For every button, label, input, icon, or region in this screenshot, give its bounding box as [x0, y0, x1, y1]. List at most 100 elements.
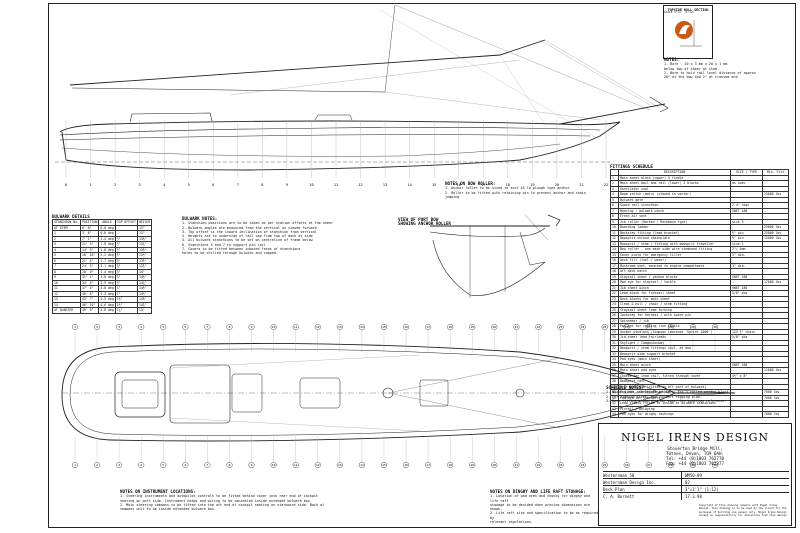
bulwark-cell: 14¾" — [136, 301, 153, 308]
instrument-note-line: 1. Steering instruments and autopilot co… — [120, 494, 319, 499]
schedule-notes-title: SCHEDULE NOTES: — [606, 385, 644, 390]
callout-bubble — [292, 462, 299, 469]
callout-bubble — [138, 462, 145, 469]
bow-roller-note-line: 2. Roller to be fitted with retaining pi… — [445, 190, 586, 199]
fitting-cell: 7000 lbs — [762, 394, 789, 401]
fitting-cell: - — [762, 257, 789, 264]
callout-bubble — [667, 462, 674, 469]
callout-number: 17 — [426, 463, 430, 467]
callout-bubble — [94, 462, 101, 469]
station-label: 4 — [163, 183, 165, 187]
bulwark-cell: 1⅛" — [114, 301, 138, 308]
topside-note-line: 2. Bore to hold rail level distance of a… — [664, 70, 756, 75]
bulwark-cell: AT QUARTER — [52, 307, 81, 314]
callout-number: 13 — [338, 325, 342, 329]
dinghy-note-line: stowage to be decided when precise dimen… — [490, 502, 591, 512]
callout-bubble — [579, 462, 586, 469]
dinghy-note-line: relevant regulations. — [490, 520, 533, 525]
bow-roller-note-line: 1. Anchor roller to be sized to suit 45 … — [445, 186, 570, 191]
fitting-cell: - — [762, 295, 789, 302]
callout-number: 24 — [581, 463, 585, 467]
bulwark-cell: 3.9 deg — [98, 279, 116, 286]
bow-roller-notes: NOTES ON BOW ROLLER: 1. Anchor roller to… — [445, 181, 595, 199]
callout-number: 29 — [691, 463, 695, 467]
callout-number: 8 — [229, 463, 231, 467]
bulwark-cell: 0.0 deg — [98, 230, 116, 237]
callout-number: 6 — [184, 325, 186, 329]
station-label: 0 — [65, 183, 67, 187]
callout-bubble — [182, 324, 189, 331]
bulwark-cell: 1.7 deg — [98, 257, 116, 264]
sheet-border — [48, 3, 796, 528]
fitting-cell: - — [762, 361, 789, 368]
callout-number: 13 — [338, 463, 342, 467]
fitting-cell: - — [762, 400, 789, 407]
bulwark-note-line: 4. Heights are to underside of rail cap … — [182, 234, 313, 239]
station-label: 6 — [212, 183, 214, 187]
bulwark-note-line: holes to be drilled through bulwark and … — [182, 251, 278, 256]
station-label: 20 — [555, 183, 559, 187]
callout-number: 2 — [96, 325, 98, 329]
callout-number: 30 — [713, 463, 717, 467]
bulwark-note-line: 2. Bulwark angles are measured from the … — [182, 225, 317, 230]
callout-bubble — [314, 462, 321, 469]
callout-bubble — [248, 462, 255, 469]
callout-number: 25 — [603, 325, 607, 329]
phone-line: Tel: +44 (0)1803 762770 — [666, 456, 724, 461]
callout-number: 17 — [426, 325, 430, 329]
project-name: Westernman 50 — [603, 473, 635, 478]
fitting-cell: - — [762, 317, 789, 324]
drawing-date: 17.3.98 — [681, 493, 702, 500]
callout-number: 2 — [96, 463, 98, 467]
callout-bubble — [204, 324, 211, 331]
bulwark-header: STANCHION No. — [52, 219, 81, 226]
station-label: 14 — [407, 183, 411, 187]
fitting-cell: - — [762, 306, 789, 313]
fitting-cell: - — [762, 251, 789, 258]
fitting-cell: - — [762, 284, 789, 291]
bulwark-cell: 13½" — [136, 252, 153, 259]
callout-number: 9 — [251, 463, 253, 467]
callout-bubble — [557, 462, 564, 469]
callout-number: 12 — [316, 463, 320, 467]
callout-bubble — [447, 462, 454, 469]
bow-view-caption: VIEW OF PORT BOW SHOWING ANCHOR ROLLER — [398, 217, 488, 227]
drawing-scale: 1"=1'1" (1:12) — [681, 486, 719, 493]
callout-number: 6 — [184, 463, 186, 467]
bulwark-cell: 4.0 deg — [98, 285, 116, 292]
bulwark-cell: 4.6 deg — [98, 301, 116, 308]
callout-bubble — [425, 462, 432, 469]
callout-bubble — [160, 324, 167, 331]
address-line: Stoverton Bridge Mill, — [667, 446, 723, 451]
topside-notes: NOTES: 1. Bore - 20 x 3 mm x 20 x 1 mm b… — [664, 57, 794, 80]
callout-number: 1 — [74, 463, 76, 467]
callout-bubble — [94, 324, 101, 331]
bulwark-cell: 14" — [136, 268, 153, 275]
callout-bubble — [645, 462, 652, 469]
bulwark-cell: 4.5 deg — [98, 296, 116, 303]
station-label: 21 — [579, 183, 583, 187]
bulwark-cell: 4.8 deg — [98, 307, 116, 314]
topside-note-line: 20" at the bow and 2" at transom end — [664, 75, 738, 80]
callout-number: 7 — [207, 325, 209, 329]
fitting-cell: 7000 lbs — [762, 411, 789, 418]
